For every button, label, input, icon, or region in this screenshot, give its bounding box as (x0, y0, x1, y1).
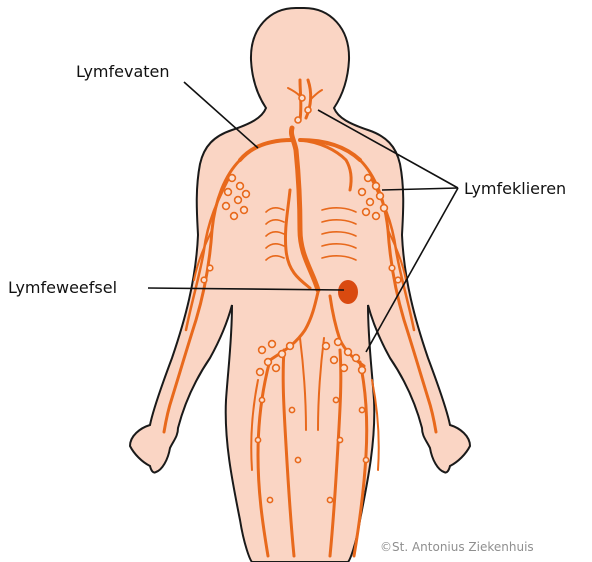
lymph-node (235, 197, 242, 204)
lymph-node (341, 365, 348, 372)
copyright-credit: ©St. Antonius Ziekenhuis (380, 540, 534, 554)
label-lymph-tissue: Lymfeweefsel (8, 280, 117, 296)
lymph-node (327, 497, 332, 502)
lymph-node (225, 189, 232, 196)
lymph-node (259, 397, 264, 402)
lymph-node (359, 189, 366, 196)
lymph-node (257, 369, 264, 376)
lymph-node (333, 397, 338, 402)
lymph-node (363, 209, 370, 216)
lymph-node (237, 183, 244, 190)
lymph-node (289, 407, 294, 412)
lymph-node (337, 437, 342, 442)
lymph-node (295, 117, 301, 123)
lymph-node (335, 339, 342, 346)
lymph-node (259, 347, 266, 354)
lymph-node (359, 407, 364, 412)
lymph-node (299, 95, 305, 101)
lymph-node (395, 277, 401, 283)
lymph-node (353, 355, 360, 362)
label-lymph-nodes: Lymfeklieren (464, 181, 566, 197)
lymph-node (255, 437, 260, 442)
lymph-node (305, 107, 311, 113)
lymph-node (381, 205, 388, 212)
lymph-node (241, 207, 248, 214)
lymph-node (273, 365, 280, 372)
lymph-node (207, 265, 213, 271)
lymph-node (243, 191, 250, 198)
spleen-lymph-tissue (338, 280, 358, 304)
lymph-node (373, 183, 380, 190)
lymph-node (279, 351, 286, 358)
lymph-node (373, 213, 380, 220)
lymph-node (269, 341, 276, 348)
lymph-node (295, 457, 300, 462)
lymph-node (359, 367, 366, 374)
lymph-node (345, 349, 352, 356)
label-lymph-vessels: Lymfevaten (76, 64, 170, 80)
lymph-node (267, 497, 272, 502)
lymph-node (367, 199, 374, 206)
lymph-node (363, 457, 368, 462)
lymph-node (365, 175, 372, 182)
lymph-node (323, 343, 330, 350)
lymph-node (389, 265, 395, 271)
lymph-node (377, 193, 384, 200)
lymph-node (331, 357, 338, 364)
lymph-node (265, 359, 272, 366)
lymph-node (231, 213, 238, 220)
lymph-node (223, 203, 230, 210)
lymph-node (201, 277, 207, 283)
lymph-node (287, 343, 294, 350)
lymph-node (229, 175, 236, 182)
